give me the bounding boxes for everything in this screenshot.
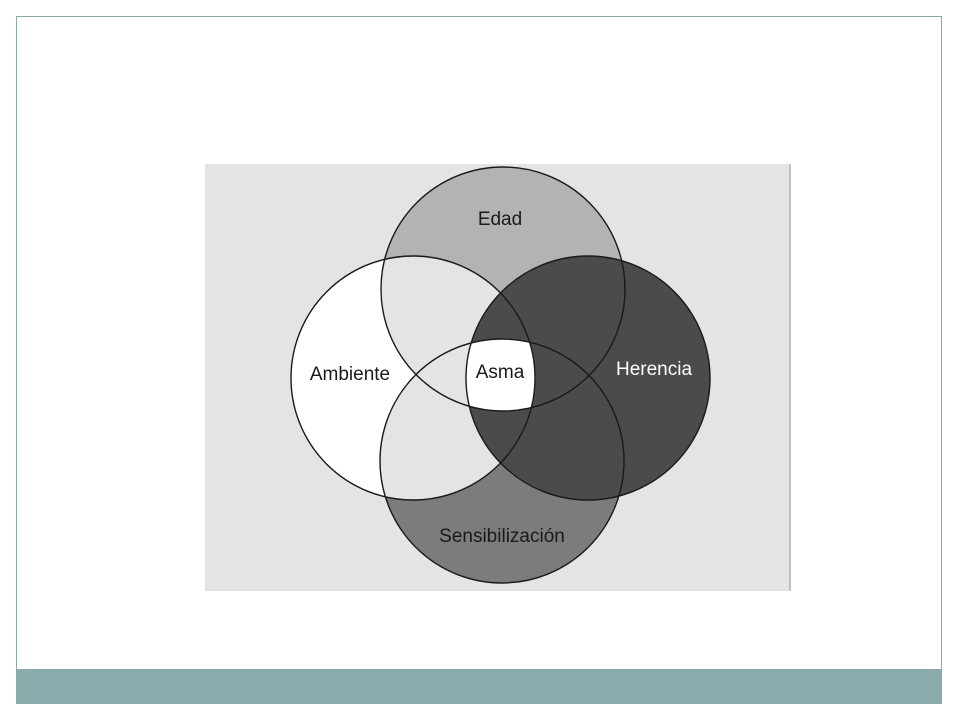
sensibilizacion-label: Sensibilización — [439, 526, 565, 547]
herencia-label: Herencia — [616, 359, 692, 380]
ambiente-circle-outline — [290, 255, 536, 501]
asma-region-clip-2 — [466, 339, 535, 411]
asma-region — [466, 339, 535, 411]
footer-bar — [17, 669, 941, 703]
circle-outlines — [290, 166, 711, 584]
asma-region-clip-1 — [466, 339, 535, 411]
asma-region-clip-4 — [466, 339, 535, 411]
edad-label: Edad — [478, 209, 522, 230]
ambiente-label: Ambiente — [310, 364, 390, 385]
herencia-circle-fill — [466, 256, 710, 500]
asma-label: Asma — [476, 362, 525, 383]
venn-diagram: Edad Ambiente Herencia Sensibilización A… — [205, 164, 791, 591]
herencia-circle-outline — [465, 255, 711, 501]
sensibilizacion-circle-outline — [379, 338, 625, 584]
edad-circle-outline — [380, 166, 626, 412]
slide-frame: Edad Ambiente Herencia Sensibilización A… — [16, 16, 942, 704]
venn-svg: Edad Ambiente Herencia Sensibilización A… — [205, 164, 791, 591]
asma-region-clip-3 — [466, 339, 535, 411]
